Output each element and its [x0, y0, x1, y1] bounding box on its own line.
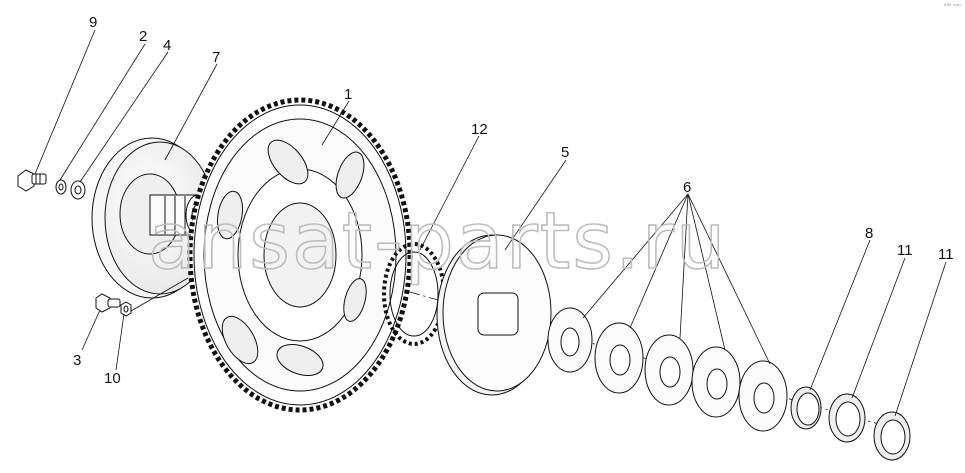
callout-3: 3	[73, 352, 81, 369]
part-11-nut	[873, 411, 911, 461]
part-6-discs	[547, 307, 788, 432]
part-6-disc	[738, 360, 788, 432]
part-6-disc	[594, 322, 644, 394]
callout-11: 11	[897, 242, 913, 259]
callout-1: 1	[344, 86, 352, 103]
callout-5: 5	[561, 144, 569, 161]
callout-11: 11	[938, 246, 954, 263]
part-6-disc	[547, 307, 593, 373]
callout-9: 9	[89, 14, 97, 31]
part-10-nut	[120, 301, 132, 317]
part-4-washer	[70, 180, 86, 200]
part-7-hub	[91, 137, 216, 299]
callout-8: 8	[865, 225, 873, 242]
part-8-ring	[790, 386, 822, 430]
callout-6: 6	[683, 179, 691, 196]
part-6-disc	[691, 346, 741, 418]
callout-4: 4	[163, 37, 171, 54]
part-6-disc	[644, 334, 694, 406]
callout-2: 2	[139, 28, 147, 45]
part-11-nut	[828, 393, 866, 443]
bolt-guide-line	[130, 277, 189, 312]
part-3-bolt	[95, 293, 121, 313]
part-1-sprocket	[187, 97, 413, 413]
part-2-washer	[55, 179, 67, 195]
callout-12: 12	[471, 121, 488, 138]
callout-7: 7	[212, 49, 220, 66]
corner-mark: ᵉ⁸⁰ ᵐᵐ	[944, 3, 961, 10]
part-9-bolt	[17, 169, 47, 192]
watermark-text: ansat-parts.ru	[148, 197, 727, 287]
callout-10: 10	[104, 370, 121, 387]
part-5-disc	[436, 234, 552, 396]
leader-lines	[34, 29, 947, 417]
